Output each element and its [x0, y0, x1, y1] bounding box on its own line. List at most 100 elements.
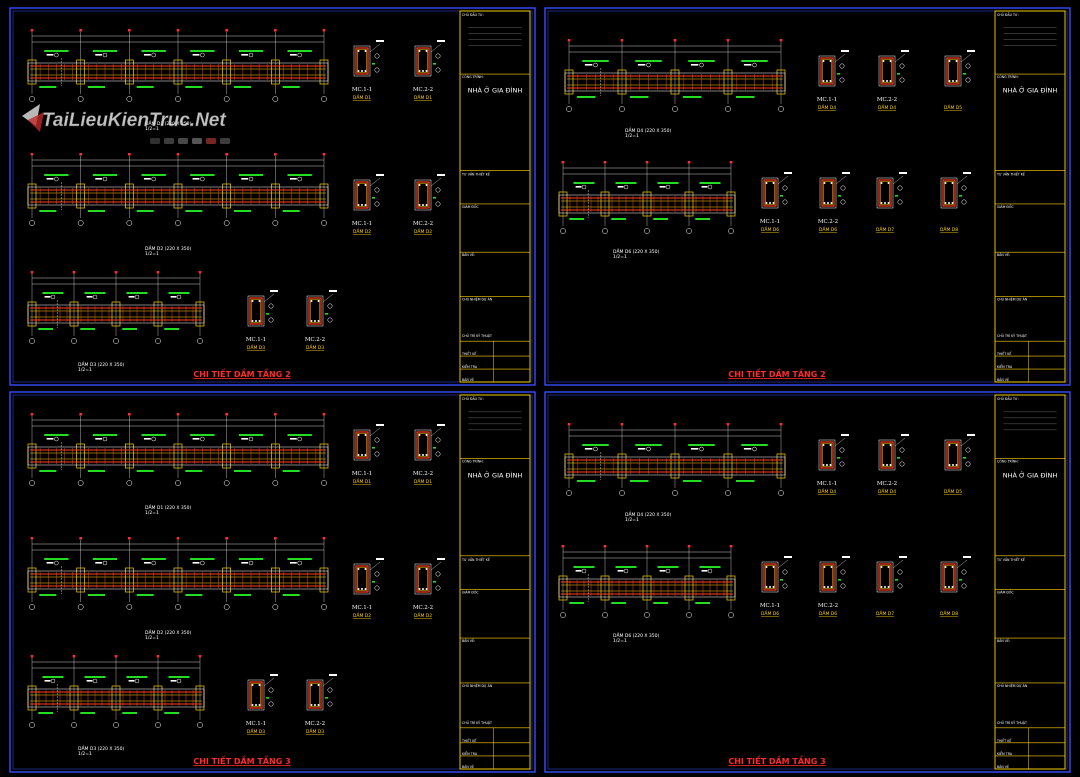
column-outline [222, 443, 232, 469]
rebar-mark-bubble [965, 461, 971, 467]
rebar-mark-bubble [176, 678, 182, 684]
leader-label [376, 424, 384, 426]
rebar-label-highlight [44, 558, 69, 560]
rebar-label-highlight [92, 50, 118, 52]
drawing-label: BẢN VẼ: [462, 638, 475, 643]
rebar-label-highlight [695, 602, 710, 604]
section-caption: MC.2-2 [413, 605, 433, 611]
director-label: GIÁM ĐỐC [462, 204, 479, 209]
leader-label [270, 674, 278, 676]
rebar-mark-bubble [782, 199, 788, 205]
rebar-callout [143, 178, 151, 180]
section-inner-stirrup [310, 299, 320, 323]
rebar-callout [170, 680, 177, 682]
rebar-label-highlight [741, 60, 768, 62]
dimension-tag [225, 153, 228, 156]
dimension-tag [322, 153, 326, 156]
rebar-label-highlight [84, 292, 106, 294]
owner-label: CHỦ ĐẦU TƯ: [997, 396, 1019, 401]
rebar-mark-bubble [840, 199, 846, 205]
rebar-callout [690, 448, 699, 450]
tech-label: CHỦ TRÌ KỸ THUẬT [997, 720, 1027, 725]
dimension-tag [198, 655, 202, 658]
dimension-tag [322, 537, 326, 540]
rebar-callout [46, 562, 54, 564]
rebar-mark-bubble [899, 447, 905, 453]
rebar-dot [948, 464, 951, 466]
section-caption: MC.2-2 [818, 603, 838, 609]
section-beam-name: DẦM D1 [353, 477, 371, 485]
leader-label [784, 172, 792, 174]
rebar-label-highlight [38, 712, 53, 714]
column-outline [723, 69, 733, 95]
dimension-tag [322, 413, 326, 416]
grid-bubble [29, 220, 35, 226]
grid-bubble [725, 106, 731, 112]
rebar-mark-bubble [176, 294, 182, 300]
leader-label [841, 50, 849, 52]
rebar-dot [357, 588, 360, 590]
sheet-label: BẢN VẼ [997, 377, 1009, 382]
rebar-mark-bubble [50, 294, 56, 300]
rebar-mark-bubble [134, 294, 140, 300]
rebar-mark-bubble [899, 461, 905, 467]
rebar-dot [880, 182, 883, 184]
leader-label [437, 424, 445, 426]
beam-cross-section: DẦM D5 [944, 434, 975, 495]
beam-scale: 1/2=1 [145, 635, 159, 641]
grid-bubble [155, 338, 161, 344]
section-inner-stirrup [251, 683, 261, 707]
beam-outline [27, 446, 329, 466]
watermark-leaf-icon [28, 112, 44, 132]
leader-line [430, 43, 442, 53]
rebar-label-highlight [735, 96, 755, 98]
rebar-dot [826, 80, 828, 82]
rebar-dot [357, 568, 360, 570]
rebar-callout [701, 570, 708, 572]
grid-bubble [126, 96, 133, 102]
rebar-dot [948, 202, 950, 204]
lead-label: CHỦ NHIỆM DỰ ÁN [462, 683, 493, 688]
rebar-mark-bubble [268, 303, 274, 309]
rebar-label-highlight [629, 96, 649, 98]
rebar-callout [192, 562, 200, 564]
section-stirrup [880, 441, 894, 469]
dimension-tag [726, 39, 730, 42]
rebar-label-highlight [141, 174, 166, 176]
rebar-dot [823, 586, 826, 588]
rebar-label-highlight [372, 63, 375, 65]
column-outline [76, 59, 86, 85]
section-inner-stirrup [357, 49, 367, 73]
rebar-mark-bubble [102, 176, 108, 182]
rebar-label-highlight [190, 174, 215, 176]
rebar-label-highlight [122, 712, 137, 714]
rebar-label-highlight [699, 566, 721, 568]
watermark-strip [150, 138, 160, 144]
column-outline [76, 443, 86, 469]
rebar-label-highlight [80, 712, 95, 714]
rebar-dot [418, 204, 421, 206]
rebar-label-highlight [141, 558, 166, 560]
rebar-dot [317, 300, 320, 302]
grid-bubble [223, 480, 230, 486]
leader-label [967, 434, 975, 436]
rebar-dot [310, 684, 313, 686]
dimension-tag [567, 39, 571, 42]
rebar-dot [361, 588, 363, 590]
section-beam-name: DẦM D6 [819, 609, 837, 617]
rebar-dot [823, 566, 826, 568]
sheet-border [9, 7, 536, 386]
rebar-dot [364, 50, 367, 52]
designer-label: TƯ VẤN THIẾT KẾ [461, 171, 491, 177]
beam-scale: 1/2=1 [78, 367, 92, 373]
grid-bubble [272, 480, 279, 486]
